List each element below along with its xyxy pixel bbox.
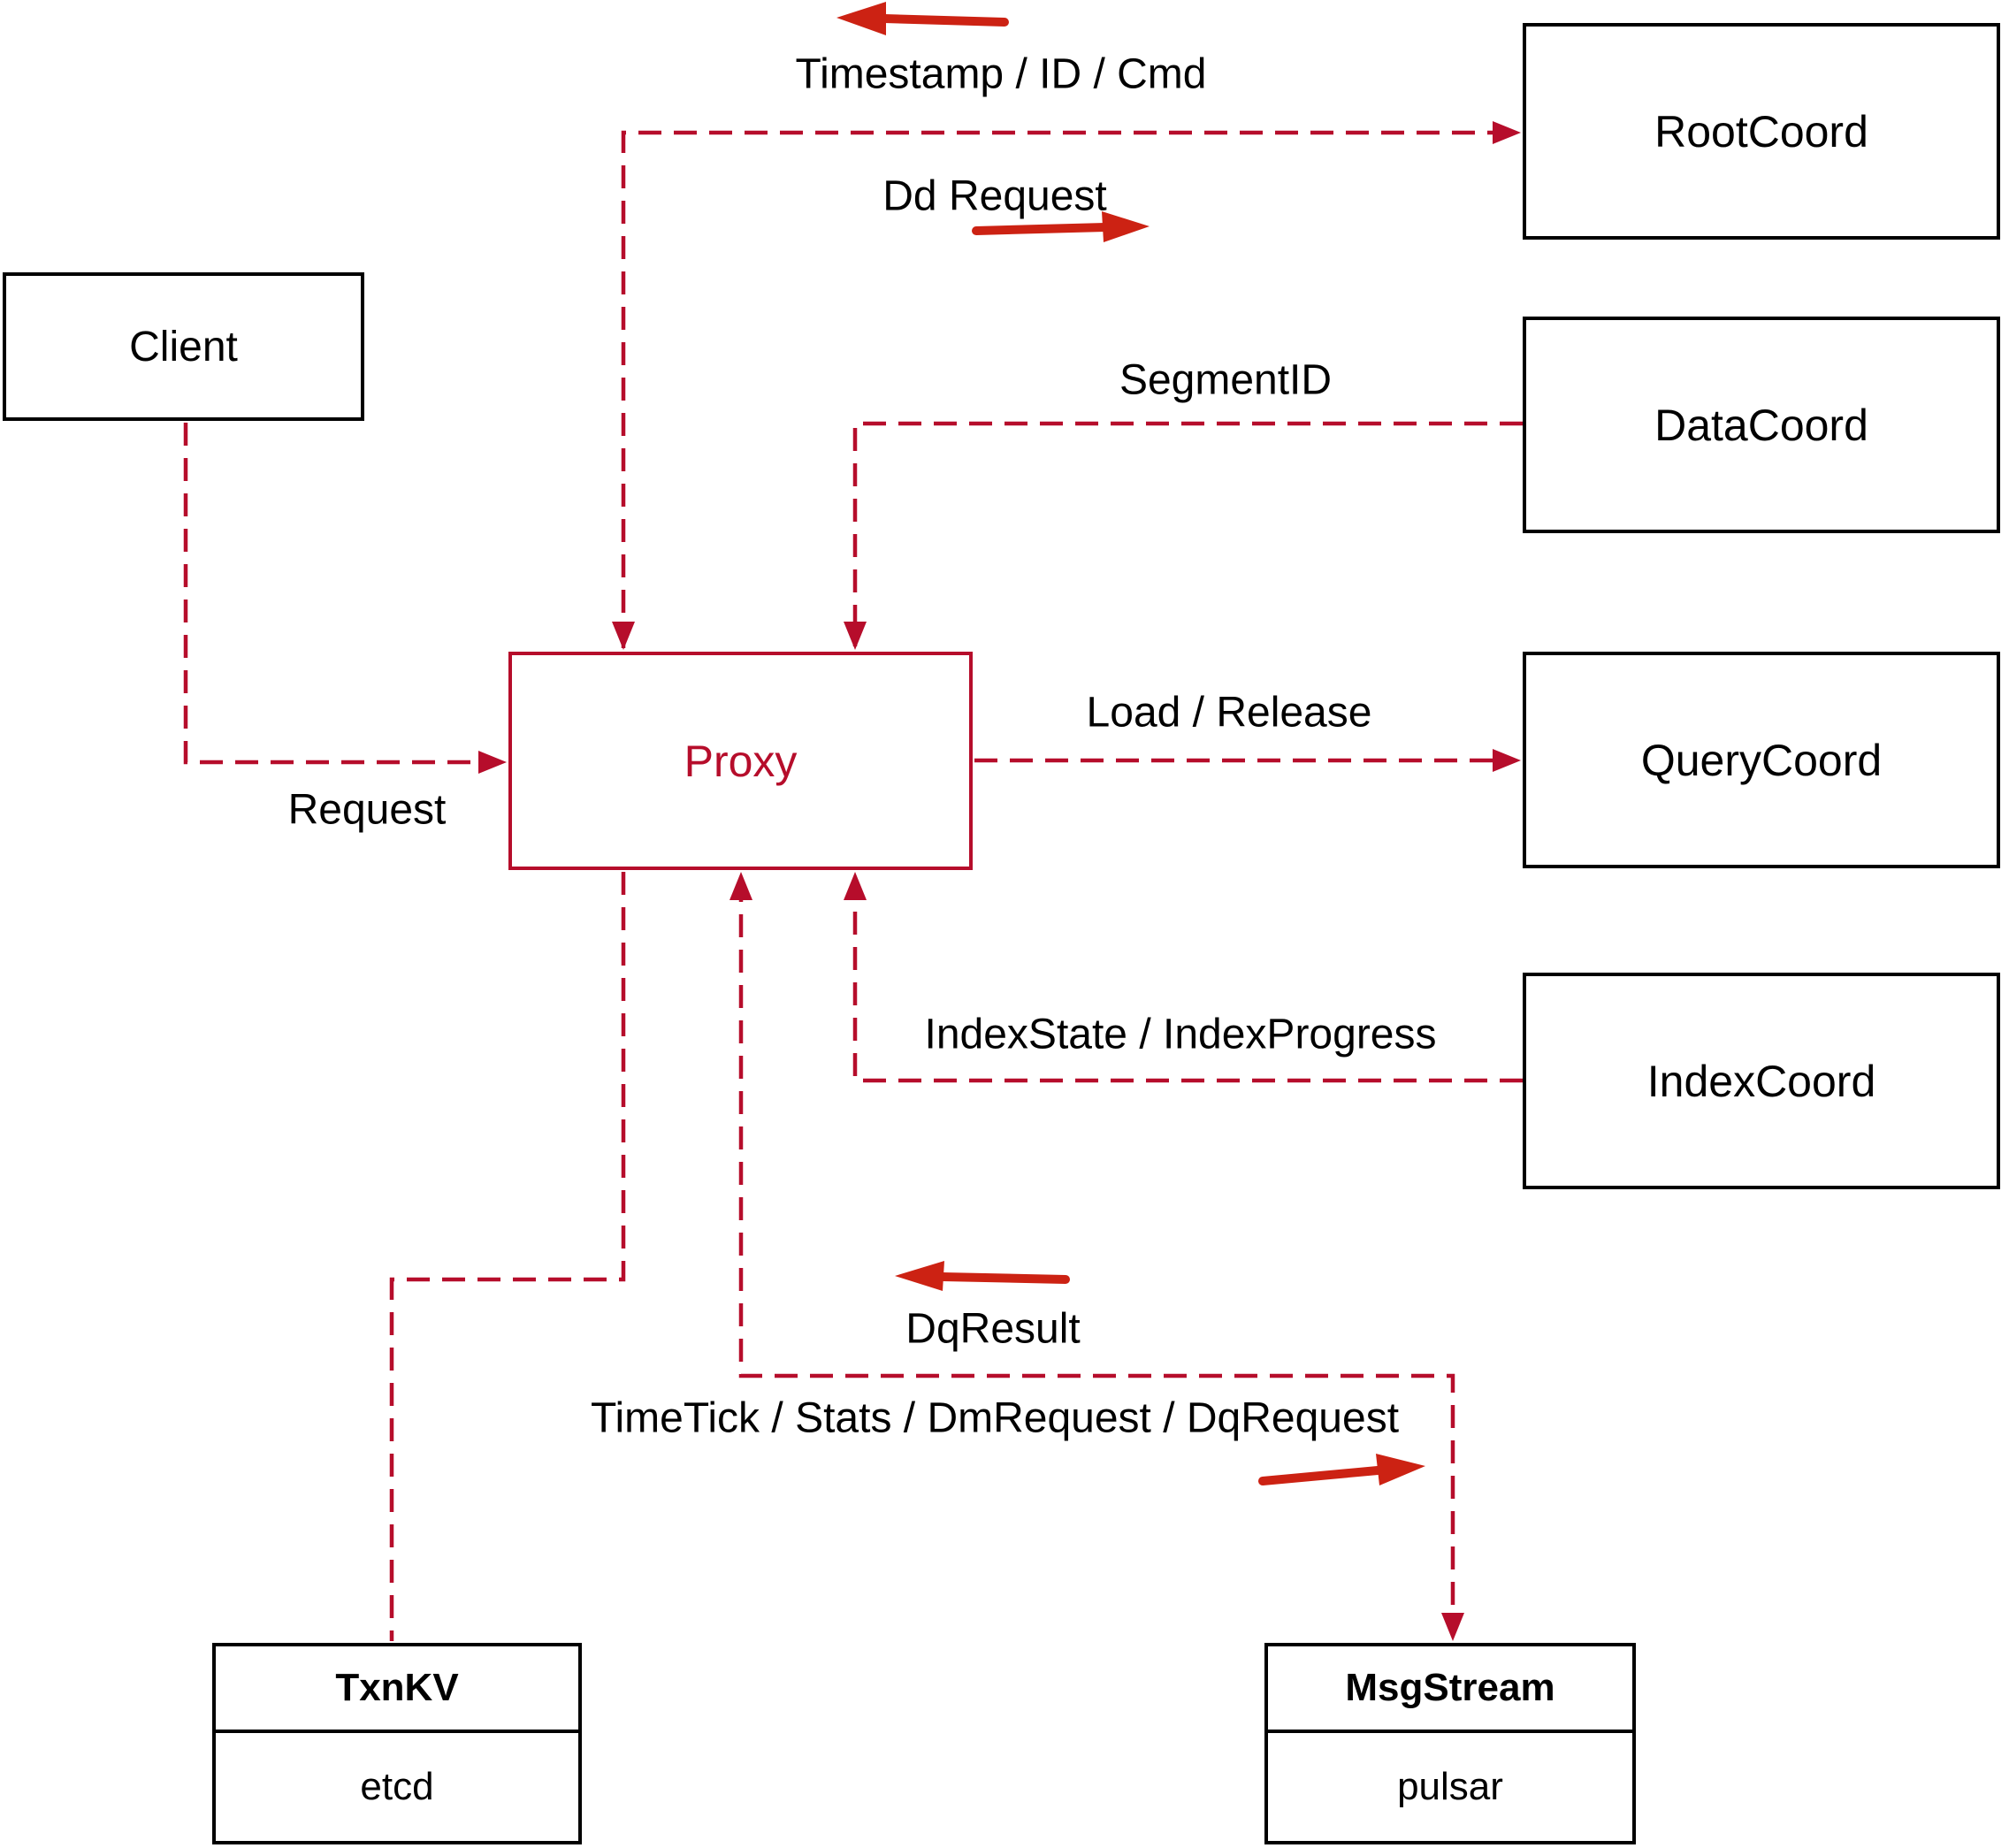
arrowhead-into-proxy-top-right xyxy=(844,622,867,650)
arrowhead-into-msgstream xyxy=(1441,1613,1464,1641)
arrowhead-into-proxy-left xyxy=(478,751,507,774)
edge-label-timetick-stats-dmrequest-dqrequest: TimeTick / Stats / DmRequest / DqRequest xyxy=(590,1394,1400,1442)
node-msgstream: MsgStream pulsar xyxy=(1264,1643,1636,1844)
node-client: Client xyxy=(3,272,364,421)
node-indexcoord: IndexCoord xyxy=(1523,973,2000,1189)
node-datacoord: DataCoord xyxy=(1523,317,2000,533)
edge-proxy-msgstream-timetick xyxy=(738,879,1455,1634)
arrowhead-into-querycoord xyxy=(1493,749,1521,772)
edge-datacoord-proxy-segmentid xyxy=(852,421,1523,646)
node-client-label: Client xyxy=(129,323,238,370)
direction-arrowhead-timetick-right xyxy=(1376,1454,1425,1485)
node-msgstream-subtitle: pulsar xyxy=(1397,1765,1503,1808)
edge-client-proxy-request xyxy=(183,423,499,765)
direction-arrow-ddrequest-right-icon xyxy=(972,223,1110,235)
edge-label-segment-id: SegmentID xyxy=(1119,356,1333,404)
node-txnkv: TxnKV etcd xyxy=(212,1643,582,1844)
arrowhead-into-proxy-top-left xyxy=(612,622,635,650)
edge-proxy-txnkv xyxy=(389,872,626,1641)
node-proxy: Proxy xyxy=(508,652,973,870)
direction-arrowhead-ddrequest-right xyxy=(1102,211,1150,242)
edge-label-dq-result: DqResult xyxy=(905,1305,1081,1353)
edge-indexcoord-proxy-indexstate xyxy=(852,879,1523,1083)
direction-arrow-timetick-right-icon xyxy=(1258,1466,1382,1485)
node-rootcoord: RootCoord xyxy=(1523,23,2000,240)
direction-arrowhead-timestamp-left xyxy=(836,2,886,35)
node-indexcoord-label: IndexCoord xyxy=(1646,1056,1876,1106)
node-txnkv-title: TxnKV xyxy=(216,1646,578,1733)
edge-proxy-rootcoord xyxy=(621,130,1514,648)
node-datacoord-label: DataCoord xyxy=(1654,400,1868,450)
edge-label-request: Request xyxy=(287,786,447,834)
edge-label-dd-request: Dd Request xyxy=(882,172,1107,220)
arrowhead-into-rootcoord xyxy=(1493,121,1521,144)
arrowhead-into-proxy-bottom-left xyxy=(730,872,752,900)
edge-label-indexstate-indexprogress: IndexState / IndexProgress xyxy=(924,1011,1437,1058)
edge-label-timestamp-id-cmd: Timestamp / ID / Cmd xyxy=(795,50,1207,98)
direction-arrow-timestamp-left-icon xyxy=(880,14,1009,27)
node-proxy-label: Proxy xyxy=(684,736,798,786)
arrowhead-into-proxy-bottom-right xyxy=(844,872,867,900)
edge-label-load-release: Load / Release xyxy=(1086,689,1372,737)
node-querycoord: QueryCoord xyxy=(1523,652,2000,868)
node-rootcoord-label: RootCoord xyxy=(1654,106,1868,157)
node-msgstream-title: MsgStream xyxy=(1268,1646,1632,1733)
direction-arrowhead-dqresult-left xyxy=(895,1261,944,1291)
direction-arrow-dqresult-left-icon xyxy=(938,1272,1070,1284)
node-querycoord-label: QueryCoord xyxy=(1640,735,1883,785)
node-txnkv-subtitle: etcd xyxy=(360,1765,434,1808)
